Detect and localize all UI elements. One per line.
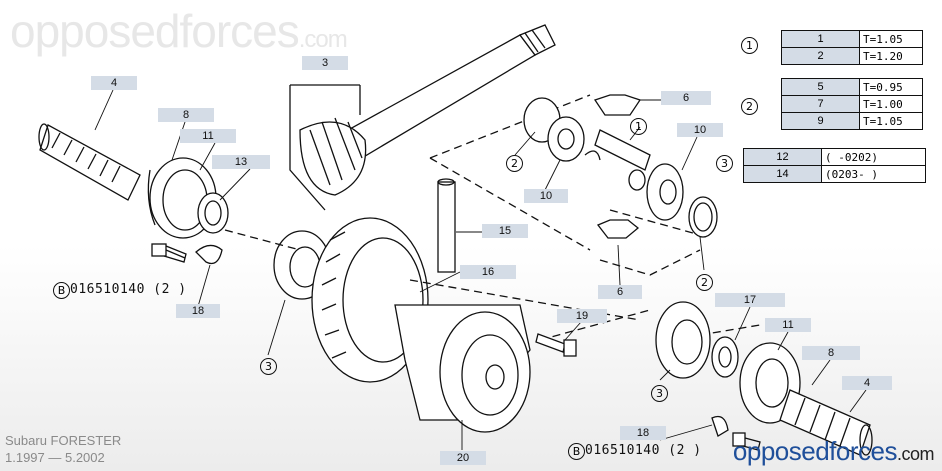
callout-circle: 3 xyxy=(260,358,277,375)
callout-label: 6 xyxy=(661,91,711,105)
drive-pinion xyxy=(289,24,556,211)
date-range: ( -0202) xyxy=(821,148,926,166)
callout-label: 8 xyxy=(802,346,860,360)
part-number: 2 xyxy=(781,47,860,65)
date-range: (0203- ) xyxy=(821,165,926,183)
model-caption: Subaru FORESTER 1.1997 — 5.2002 xyxy=(5,433,122,465)
left-bolt xyxy=(151,243,223,265)
ring-gear-case xyxy=(311,217,531,433)
bolt-part-note: 016510140 (2 ) xyxy=(70,282,187,297)
callout-label: 11 xyxy=(765,318,811,332)
callout-label: 6 xyxy=(598,285,642,299)
part-number: 1 xyxy=(781,30,860,48)
thickness-value: T=1.00 xyxy=(859,95,923,113)
table-marker: 3 xyxy=(716,155,733,172)
callout-label: 20 xyxy=(440,451,486,465)
part-number: 7 xyxy=(781,95,860,113)
callout-circle: 1 xyxy=(630,118,647,135)
callout-label: 15 xyxy=(482,224,528,238)
left-axle-shaft xyxy=(38,123,141,201)
bolt-19 xyxy=(535,333,577,357)
date-range-table: 12( -0202) 14(0203- ) xyxy=(743,148,926,183)
callout-label: 3 xyxy=(302,56,348,70)
part-number: 5 xyxy=(781,78,860,96)
watermark: opposedforces.com xyxy=(10,5,348,57)
callout-circle: 2 xyxy=(696,274,713,291)
left-side-bearing xyxy=(147,157,229,239)
thickness-value: T=1.05 xyxy=(859,112,923,130)
thickness-value: T=1.20 xyxy=(859,47,923,65)
thickness-value: T=1.05 xyxy=(859,30,923,48)
part-number: 14 xyxy=(743,165,822,183)
note-marker: B xyxy=(568,443,585,460)
thickness-value: T=0.95 xyxy=(859,78,923,96)
callout-label: 17 xyxy=(715,293,785,307)
callout-label: 18 xyxy=(176,304,220,318)
callout-label: 10 xyxy=(524,189,568,203)
brand-logo[interactable]: opposedforces.com xyxy=(732,436,935,466)
bolt-part-note: 016510140 (2 ) xyxy=(585,443,702,458)
right-bolt xyxy=(711,415,761,451)
callout-label: 8 xyxy=(158,108,214,122)
callout-circle: 2 xyxy=(506,155,523,172)
differential-gears xyxy=(523,94,718,239)
table-marker: 2 xyxy=(741,98,758,115)
callout-label: 11 xyxy=(180,129,236,143)
right-axle-shaft xyxy=(779,389,873,456)
table-marker: 1 xyxy=(741,37,758,54)
callout-circle: 3 xyxy=(651,385,668,402)
callout-label: 19 xyxy=(557,309,607,323)
note-marker: B xyxy=(53,282,70,299)
pinion-shaft-pin xyxy=(437,178,456,273)
callout-label: 16 xyxy=(460,265,516,279)
callout-label: 13 xyxy=(212,155,270,169)
callout-label: 4 xyxy=(91,76,137,90)
part-number: 9 xyxy=(781,112,860,130)
callout-label: 10 xyxy=(677,123,723,137)
callout-label: 4 xyxy=(842,376,892,390)
part-number: 12 xyxy=(743,148,822,166)
callout-label: 18 xyxy=(620,426,666,440)
